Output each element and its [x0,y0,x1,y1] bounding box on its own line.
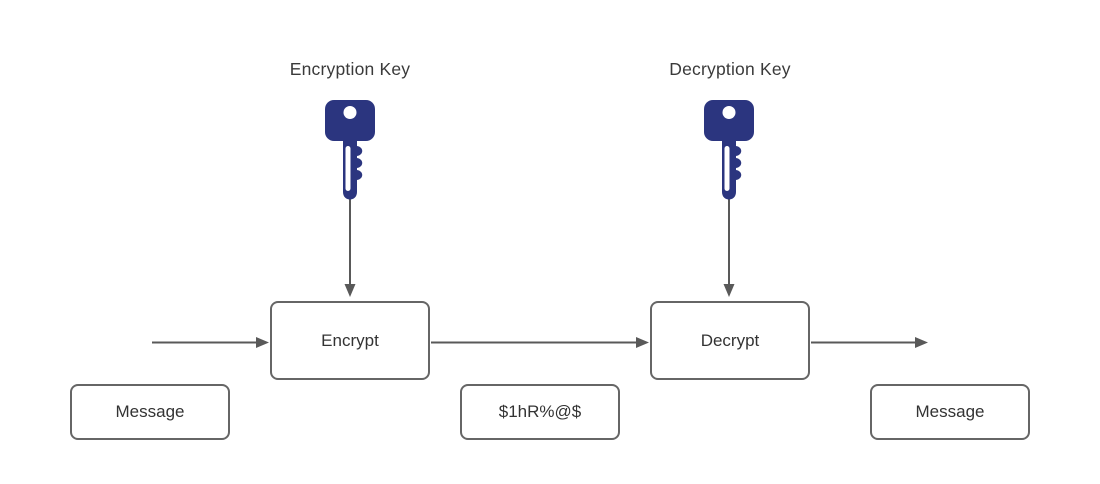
arrow-key-to-encrypt [344,198,356,297]
arrow-into-encrypt [152,337,269,348]
encrypt-box-label: Encrypt [321,330,379,350]
encrypt-box: Encrypt [270,301,430,380]
decrypt-box: Decrypt [650,301,810,380]
message-input-box: Message [70,384,230,440]
ciphertext-box: $1hR%@$ [460,384,620,440]
decryption-key-label: Decryption Key [669,59,791,79]
arrow-encrypt-to-decrypt [431,337,649,348]
arrow-out-of-decrypt [811,337,928,348]
decrypt-box-label: Decrypt [700,330,760,350]
message-output-label: Message [915,402,985,421]
arrow-key-to-decrypt [723,198,735,297]
encryption-key-icon [325,100,375,200]
decryption-key-icon [704,100,754,200]
encryption-key-label: Encryption Key [289,59,411,79]
message-output-box: Message [870,384,1030,440]
message-input-label: Message [115,402,185,421]
ciphertext-label: $1hR%@$ [498,402,582,421]
